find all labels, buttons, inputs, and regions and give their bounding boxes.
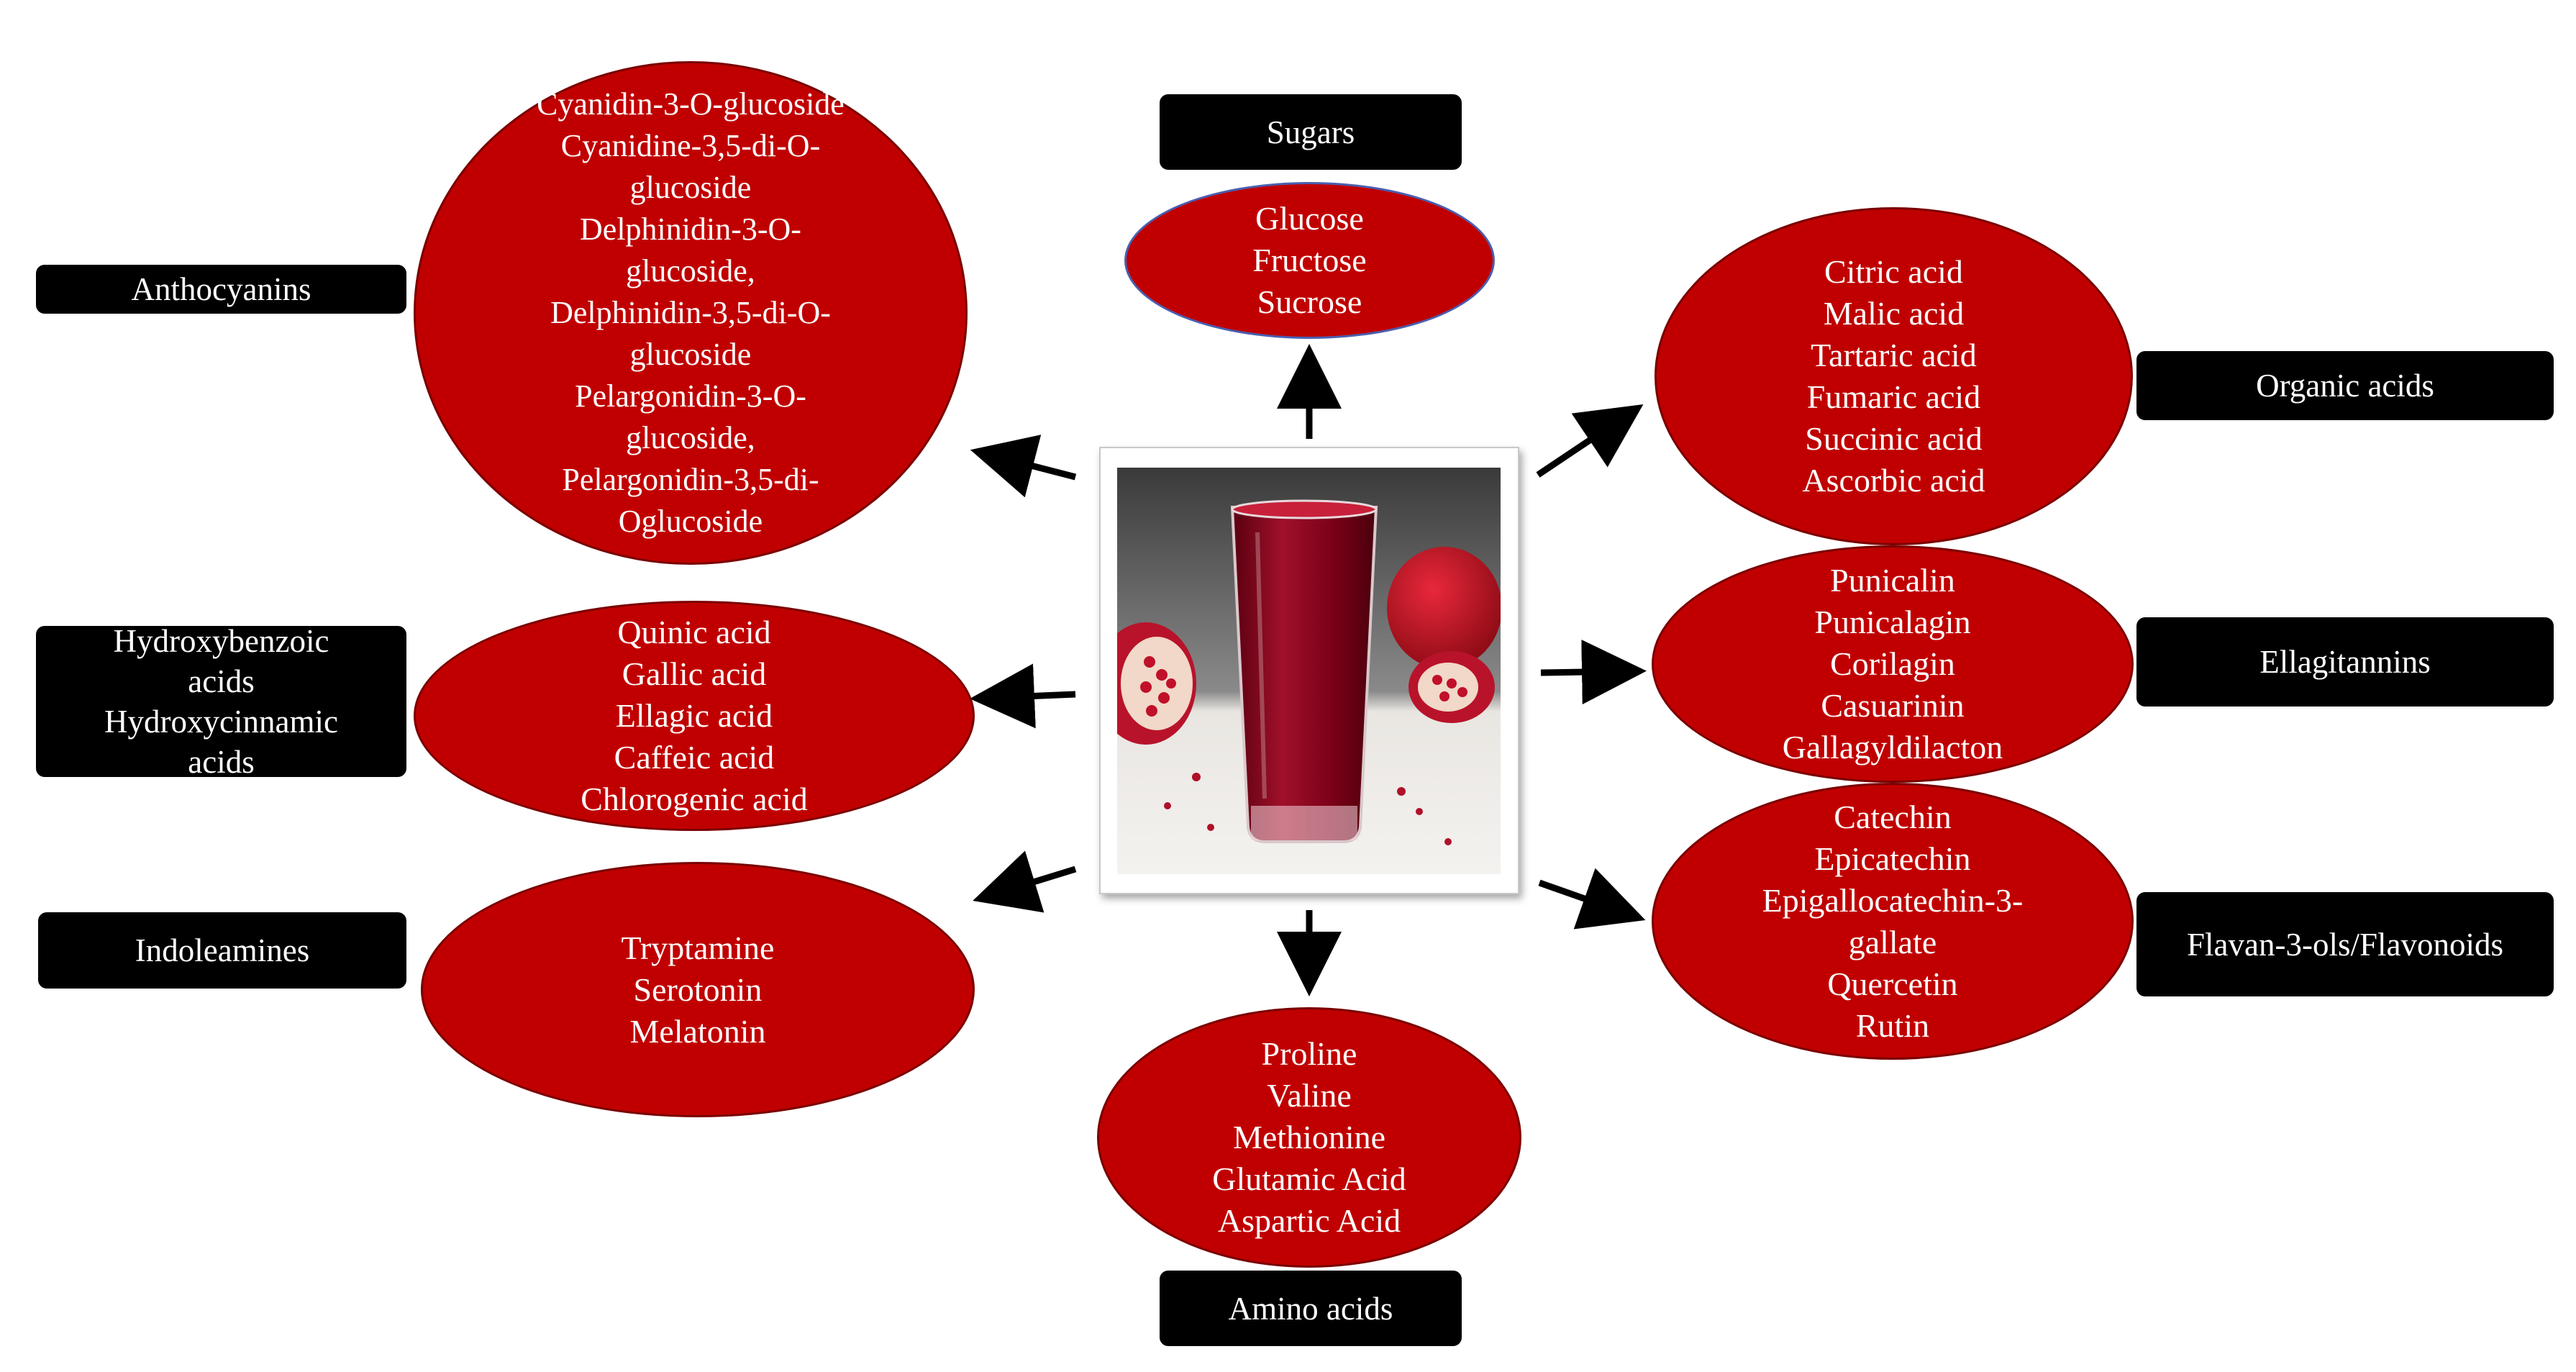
label-indoleamines: Indoleamines bbox=[38, 912, 406, 989]
ellipse-ellagitannins: Punicalin Punicalagin Corilagin Casuarin… bbox=[1652, 545, 2134, 783]
list-indoleamines: Tryptamine Serotonin Melatonin bbox=[622, 927, 775, 1053]
item-indoleamine: Tryptamine bbox=[621, 929, 775, 966]
item-flavonoid: Epigallocatechin-3- bbox=[1762, 881, 2024, 919]
item-indoleamine: Melatonin bbox=[629, 1012, 766, 1050]
arrow-to-anthocyanins bbox=[970, 435, 1077, 498]
label-flavonoids: Flavan-3-ols/Flavonoids bbox=[2136, 892, 2554, 996]
item-anthocyanin: glucoside bbox=[629, 170, 752, 205]
ellipse-amino-acids: Proline Valine Methionine Glutamic Acid … bbox=[1097, 1007, 1521, 1268]
item-anthocyanin: Cyanidine-3,5-di-O- bbox=[560, 128, 821, 163]
item-amino-acid: Aspartic Acid bbox=[1217, 1202, 1401, 1239]
list-organic-acids: Citric acid Malic acid Tartaric acid Fum… bbox=[1802, 251, 1985, 501]
item-anthocyanin: Pelargonidin-3-O- bbox=[575, 378, 806, 414]
item-ellagitannin: Gallagyldilacton bbox=[1782, 729, 2003, 765]
item-phenolic-acid: Gallic acid bbox=[622, 655, 767, 692]
arrow-to-organic-acids bbox=[1536, 404, 1644, 478]
label-line: Hydroxycinnamic bbox=[104, 704, 338, 740]
list-sugars: Glucose Fructose Sucrose bbox=[1252, 198, 1366, 323]
ellipse-sugars: Glucose Fructose Sucrose bbox=[1124, 182, 1495, 339]
item-phenolic-acid: Ellagic acid bbox=[615, 697, 773, 734]
label-sugars: Sugars bbox=[1160, 94, 1462, 170]
item-phenolic-acid: Quinic acid bbox=[617, 614, 771, 650]
arrow-to-indoleamines bbox=[973, 850, 1077, 913]
item-amino-acid: Methionine bbox=[1232, 1119, 1386, 1155]
label-amino-acids: Amino acids bbox=[1160, 1271, 1462, 1346]
label-line: acids bbox=[188, 744, 255, 780]
ellipse-indoleamines: Tryptamine Serotonin Melatonin bbox=[421, 862, 975, 1117]
label-line: acids bbox=[188, 663, 255, 699]
arrow-to-flavonoids bbox=[1538, 868, 1646, 930]
label-organic-acids: Organic acids bbox=[2136, 351, 2554, 420]
item-sugar: Sucrose bbox=[1257, 283, 1362, 320]
item-indoleamine: Serotonin bbox=[633, 971, 763, 1008]
item-ellagitannin: Corilagin bbox=[1830, 645, 1955, 682]
item-anthocyanin: Pelargonidin-3,5-di- bbox=[562, 462, 819, 497]
item-amino-acid: Proline bbox=[1261, 1035, 1357, 1072]
label-anthocyanins: Anthocyanins bbox=[36, 265, 406, 314]
item-organic-acid: Malic acid bbox=[1823, 295, 1965, 332]
label-line: Hydroxybenzoic bbox=[113, 623, 329, 659]
list-amino-acids: Proline Valine Methionine Glutamic Acid … bbox=[1212, 1033, 1406, 1242]
item-anthocyanin: Oglucoside bbox=[618, 504, 763, 539]
item-anthocyanin: Delphinidin-3-O- bbox=[580, 212, 801, 247]
list-phenolic-acids: Quinic acid Gallic acid Ellagic acid Caf… bbox=[581, 612, 808, 820]
item-ellagitannin: Casuarinin bbox=[1821, 687, 1965, 724]
item-anthocyanin: glucoside, bbox=[626, 420, 755, 455]
item-flavonoid: gallate bbox=[1848, 923, 1937, 960]
item-ellagitannin: Punicalin bbox=[1830, 562, 1955, 599]
item-organic-acid: Tartaric acid bbox=[1811, 337, 1977, 373]
item-anthocyanin: Cyanidin-3-O-glucoside bbox=[537, 86, 845, 122]
item-phenolic-acid: Chlorogenic acid bbox=[581, 781, 808, 817]
list-ellagitannins: Punicalin Punicalagin Corilagin Casuarin… bbox=[1783, 560, 2003, 768]
ellipse-phenolic-acids: Quinic acid Gallic acid Ellagic acid Caf… bbox=[414, 601, 975, 831]
item-flavonoid: Catechin bbox=[1834, 798, 1952, 835]
item-anthocyanin: glucoside, bbox=[626, 253, 755, 289]
arrow-to-ellagitannins bbox=[1540, 640, 1647, 705]
ellipse-flavonoids: Catechin Epicatechin Epigallocatechin-3-… bbox=[1652, 783, 2134, 1060]
list-anthocyanins: Cyanidin-3-O-glucoside Cyanidine-3,5-di-… bbox=[537, 83, 845, 542]
item-flavonoid: Epicatechin bbox=[1814, 840, 1971, 877]
item-flavonoid: Quercetin bbox=[1827, 965, 1958, 1002]
item-organic-acid: Fumaric acid bbox=[1806, 378, 1981, 415]
item-anthocyanin: glucoside bbox=[629, 337, 752, 372]
item-organic-acid: Citric acid bbox=[1824, 253, 1963, 290]
label-phenolic-acids: Hydroxybenzoic acids Hydroxycinnamic aci… bbox=[36, 623, 406, 780]
item-phenolic-acid: Caffeic acid bbox=[614, 739, 775, 776]
ellipse-anthocyanins: Cyanidin-3-O-glucoside Cyanidine-3,5-di-… bbox=[414, 61, 968, 565]
item-amino-acid: Valine bbox=[1267, 1077, 1352, 1114]
arrow-to-phenolic-acids bbox=[970, 663, 1076, 729]
item-organic-acid: Ascorbic acid bbox=[1802, 462, 1985, 499]
item-flavonoid: Rutin bbox=[1855, 1007, 1930, 1044]
item-ellagitannin: Punicalagin bbox=[1814, 604, 1971, 640]
item-sugar: Fructose bbox=[1252, 242, 1367, 278]
ellipse-organic-acids: Citric acid Malic acid Tartaric acid Fum… bbox=[1655, 207, 2133, 545]
list-flavonoids: Catechin Epicatechin Epigallocatechin-3-… bbox=[1762, 796, 2024, 1047]
item-anthocyanin: Delphinidin-3,5-di-O- bbox=[550, 295, 831, 330]
label-ellagitannins: Ellagitannins bbox=[2136, 617, 2554, 707]
item-organic-acid: Succinic acid bbox=[1805, 420, 1983, 457]
item-amino-acid: Glutamic Acid bbox=[1212, 1160, 1406, 1197]
pomegranate-juice-photo bbox=[1117, 468, 1501, 874]
item-sugar: Glucose bbox=[1255, 200, 1364, 237]
